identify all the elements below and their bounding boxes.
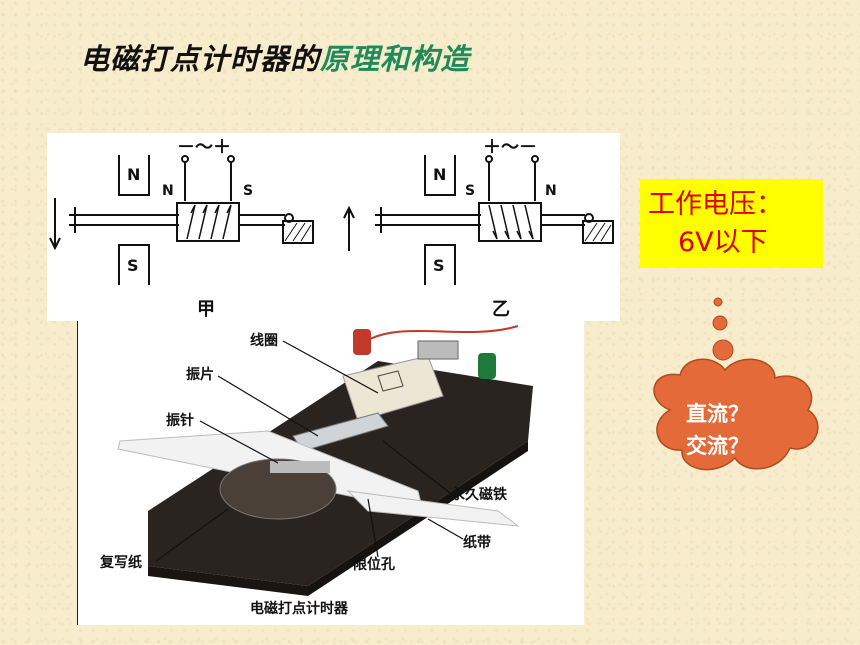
voltage-value: 6V以下 xyxy=(678,227,768,258)
voltage-box: 工作电压： 6V以下 xyxy=(640,179,823,268)
timer-schematic-diagram: －～＋ N S N S 甲 ＋～－ xyxy=(47,133,620,321)
red-terminal xyxy=(353,329,371,355)
magnet-top-label-right: N xyxy=(433,165,446,184)
caption-right: 乙 xyxy=(492,299,510,320)
cloud-text: 直流？ 交流？ xyxy=(686,398,776,462)
top-magnet-left xyxy=(118,155,150,196)
label-paper-tape: 纸带 xyxy=(463,534,491,551)
magnet-top-label-left: N xyxy=(127,165,140,184)
schematic-left xyxy=(49,155,314,285)
voltage-label: 工作电压： xyxy=(648,189,783,220)
photo-caption: 电磁打点计时器 xyxy=(250,600,349,617)
coil-left-pole-left: N xyxy=(162,183,174,199)
paper-tape-right xyxy=(346,490,520,527)
cloud-shape xyxy=(653,358,819,471)
label-carbon-paper: 复写纸 xyxy=(99,554,142,571)
label-vibrating-needle: 振针 xyxy=(166,412,194,429)
cloud-line-ac: 交流？ xyxy=(686,434,749,458)
green-terminal xyxy=(478,353,496,379)
coil-right-pole-right: N xyxy=(545,183,557,199)
label-limit-hole: 限位孔 xyxy=(353,556,395,573)
page-title: 电磁打点计时器的原理和构造 xyxy=(80,36,470,78)
timer-photo: 线圈 振片 振针 永久磁铁 复写纸 限位孔 纸带 电磁打点计时器 xyxy=(77,321,584,625)
polarity-right: ＋～－ xyxy=(483,137,537,158)
cloud-line-dc: 直流？ xyxy=(686,402,749,426)
bottom-magnet-left xyxy=(118,244,150,285)
magnet-bottom-label-right: S xyxy=(433,256,445,275)
magnet-bottom-label-left: S xyxy=(127,256,139,275)
thought-bubble-large xyxy=(712,339,734,361)
thought-cloud xyxy=(630,290,860,490)
top-magnet-right xyxy=(424,155,456,196)
bottom-magnet-right xyxy=(424,244,456,285)
polarity-left: －～＋ xyxy=(177,137,231,158)
caption-left: 甲 xyxy=(197,299,215,320)
label-vibrating-piece: 振片 xyxy=(186,366,214,383)
coil-left-pole-right: S xyxy=(465,183,475,199)
schematic-right xyxy=(343,155,614,285)
title-main: 电磁打点计时器的 xyxy=(80,42,321,76)
coil-right xyxy=(478,202,542,242)
thought-bubble-small xyxy=(713,297,723,307)
title-highlight: 原理和构造 xyxy=(320,42,471,76)
carbon-disc xyxy=(219,458,337,520)
label-coil: 线圈 xyxy=(250,332,278,349)
coil-left xyxy=(176,202,240,242)
coil-right-pole-left: S xyxy=(243,183,253,199)
thought-bubble-medium xyxy=(712,315,728,331)
label-permanent-magnet: 永久磁铁 xyxy=(450,486,507,503)
